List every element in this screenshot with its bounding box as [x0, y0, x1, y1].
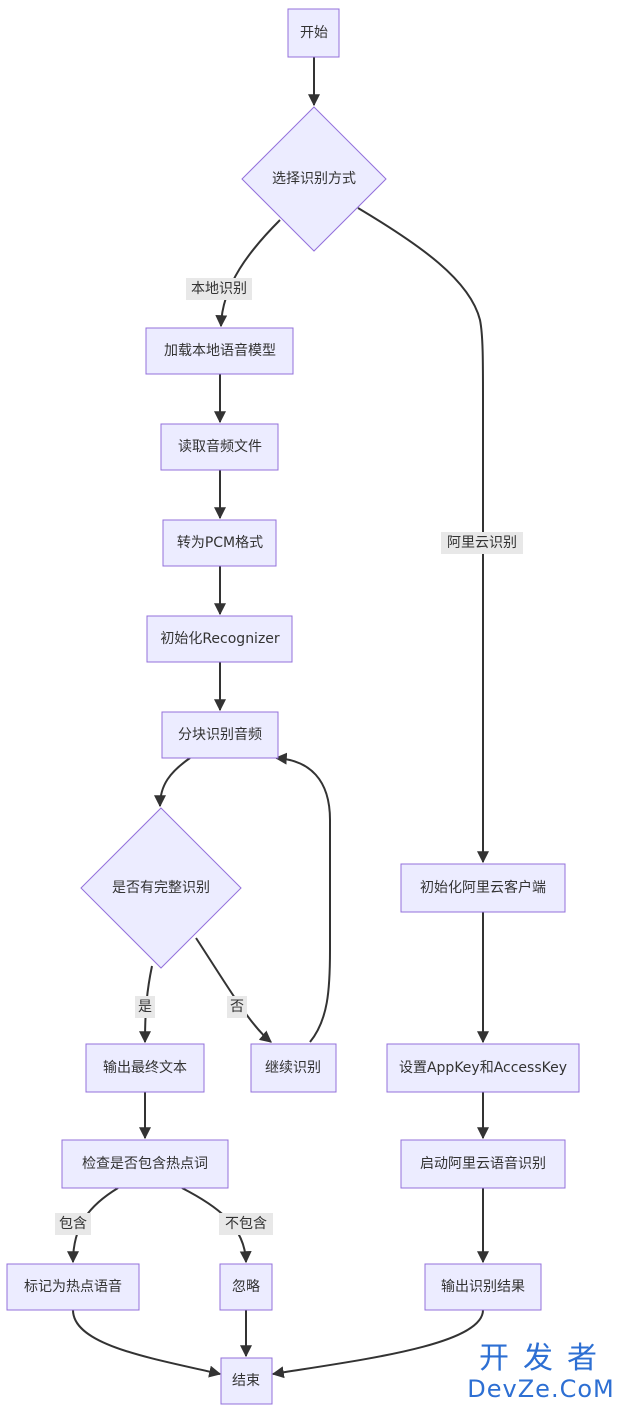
edge-label-not-contains: 不包含	[219, 1213, 273, 1235]
node-chunk-recognize: 分块识别音频	[161, 711, 279, 759]
node-set-key: 设置AppKey和AccessKey	[386, 1043, 580, 1093]
node-init-aliyun-label: 初始化阿里云客户端	[420, 879, 546, 896]
node-end-label: 结束	[232, 1373, 260, 1389]
node-continue-label: 继续识别	[265, 1059, 321, 1076]
edge-label-aliyun-text: 阿里云识别	[447, 535, 517, 551]
edge-mark-end	[72, 1309, 222, 1378]
watermark-logo: 开发者 DevZe.CoM	[466, 1341, 616, 1403]
node-chunk-recognize-label: 分块识别音频	[178, 726, 262, 743]
watermark-cn: 开发者	[479, 1341, 611, 1376]
edge-check-no	[195, 937, 272, 1043]
node-load-model: 加载本地语音模型	[145, 327, 294, 375]
node-init-aliyun: 初始化阿里云客户端	[400, 863, 566, 913]
node-check-hot-label: 检查是否包含热点词	[82, 1156, 208, 1172]
edge-label-aliyun: 阿里云识别	[441, 532, 523, 554]
edge-label-contains: 包含	[55, 1213, 91, 1235]
edge-result-end	[271, 1309, 484, 1379]
edge-label-yes: 是	[135, 996, 155, 1018]
node-start-label: 开始	[300, 25, 328, 41]
node-to-pcm: 转为PCM格式	[162, 519, 277, 567]
node-output-result: 输出识别结果	[424, 1263, 542, 1311]
edge-choose-local	[215, 219, 281, 328]
node-complete-check-label: 是否有完整识别	[112, 880, 210, 896]
node-choose-label: 选择识别方式	[272, 171, 356, 187]
node-check-hot: 检查是否包含热点词	[61, 1139, 229, 1189]
node-end: 结束	[220, 1357, 273, 1405]
node-to-pcm-label: 转为PCM格式	[177, 535, 263, 551]
node-choose: 选择识别方式	[241, 106, 387, 252]
node-ignore: 忽略	[219, 1263, 273, 1311]
node-read-audio: 读取音频文件	[160, 423, 279, 471]
node-output-result-label: 输出识别结果	[441, 1279, 525, 1295]
node-start-aliyun-label: 启动阿里云语音识别	[420, 1155, 546, 1172]
node-continue: 继续识别	[250, 1043, 337, 1093]
edge-label-not-contains-text: 不包含	[225, 1216, 267, 1232]
edge-choose-aliyun	[357, 207, 489, 864]
node-mark-hot: 标记为热点语音	[6, 1263, 140, 1311]
node-init-recognizer: 初始化Recognizer	[146, 615, 293, 663]
edge-label-no: 否	[227, 996, 247, 1018]
node-read-audio-label: 读取音频文件	[178, 438, 262, 455]
node-complete-check: 是否有完整识别	[80, 807, 242, 969]
node-set-key-label: 设置AppKey和AccessKey	[399, 1060, 567, 1076]
edge-label-contains-text: 包含	[59, 1216, 87, 1232]
node-start: 开始	[287, 8, 340, 58]
node-output-text: 输出最终文本	[85, 1043, 205, 1093]
node-load-model-label: 加载本地语音模型	[164, 342, 276, 359]
edge-label-local: 本地识别	[186, 278, 252, 300]
edge-continue-chunk	[274, 752, 331, 1043]
node-start-aliyun: 启动阿里云语音识别	[400, 1139, 566, 1189]
node-mark-hot-label: 标记为热点语音	[24, 1278, 122, 1295]
edge-chunk-check	[154, 757, 191, 808]
watermark-en: DevZe.CoM	[467, 1375, 615, 1403]
edge-label-yes-text: 是	[138, 999, 152, 1015]
edge-label-no-text: 否	[230, 999, 244, 1015]
node-output-text-label: 输出最终文本	[103, 1060, 187, 1076]
node-ignore-label: 忽略	[232, 1279, 260, 1295]
edge-label-local-text: 本地识别	[191, 281, 247, 297]
node-init-recognizer-label: 初始化Recognizer	[160, 630, 280, 647]
